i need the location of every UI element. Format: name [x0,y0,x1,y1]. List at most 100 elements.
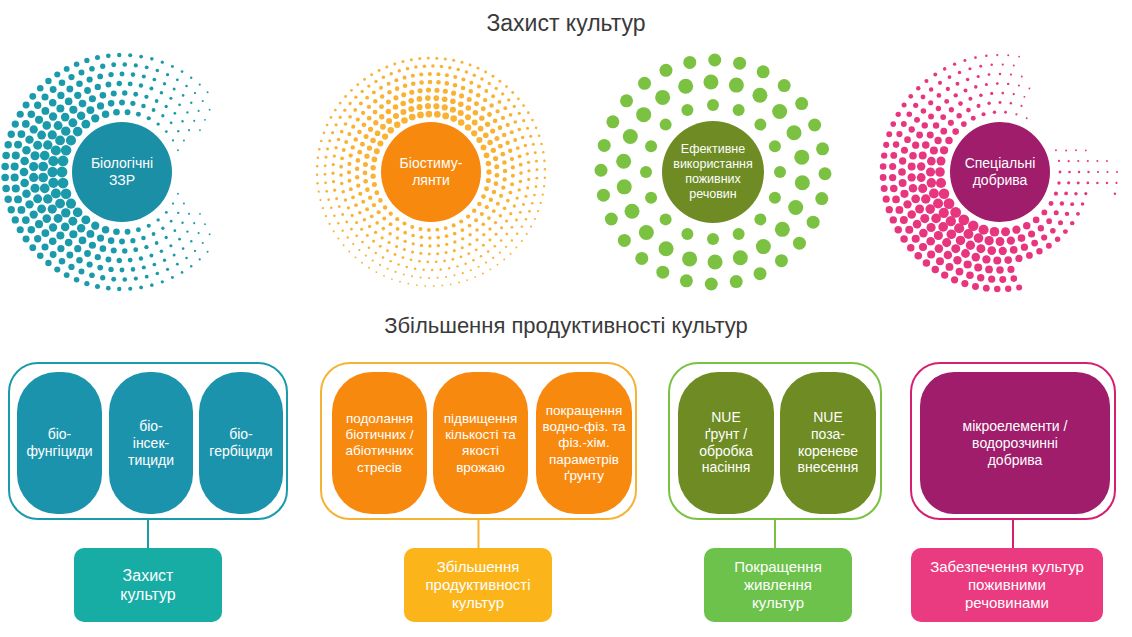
decor-dot [540,202,542,204]
decor-dot [436,80,441,85]
decor-dot [59,80,66,87]
decor-dot [387,268,389,270]
decor-dot [30,184,39,193]
decor-dot [445,276,447,278]
decor-dot [428,252,431,255]
decor-dot [414,65,418,69]
decor-dot [100,245,107,252]
decor-dot [28,226,36,234]
decor-dot [894,226,901,233]
decor-dot [169,244,172,247]
decor-dot [937,156,946,165]
decor-dot [393,62,396,65]
decor-dot [48,178,58,188]
decor-dot [377,141,383,147]
decor-dot [14,195,22,203]
decor-dot [1023,96,1025,98]
decor-dot [199,213,201,215]
node-text: Збільшення продуктивності культур [412,558,544,612]
decor-dot [733,228,745,240]
decor-dot [617,179,632,194]
decor-dot [542,151,545,154]
group-frame: біо- фунгіцидибіо- інсек- тицидибіо- гер… [8,362,288,520]
decor-dot [354,96,357,99]
decor-dot [411,234,415,238]
decor-dot [435,228,439,232]
decor-dot [1010,246,1018,254]
decor-dot [383,205,387,209]
decor-dot [1106,160,1108,162]
decor-dot [30,151,39,160]
decor-dot [484,186,489,191]
decor-dot [1068,171,1071,174]
decor-dot [708,54,721,67]
decor-dot [1,163,9,171]
decor-dot [351,214,354,217]
decor-dot [936,257,944,265]
decor-dot [465,114,471,120]
decor-dot [931,214,941,224]
decor-dot [951,244,960,253]
decor-dot [436,252,439,255]
decor-dot [966,271,974,279]
decor-dot [142,74,146,78]
decor-dot [1049,201,1054,206]
decor-dot [924,79,928,83]
decor-dot [373,120,378,125]
decor-dot [521,136,525,140]
decor-dot [77,224,85,232]
decor-dot [395,217,399,221]
decor-dot [125,109,131,115]
decor-dot [61,113,70,122]
decor-dot [181,222,183,224]
decor-dot [11,162,19,170]
decor-dot [678,79,693,94]
decor-dot [442,96,448,102]
decor-dot [431,64,435,68]
decor-dot [375,130,381,136]
decor-dot [508,149,512,153]
dot-ring [880,54,1118,292]
decor-dot [815,192,828,205]
decor-dot [458,110,464,116]
decor-dot [488,239,491,242]
decor-dot [403,273,405,275]
decor-dot [374,80,377,83]
decor-dot [408,106,414,112]
decor-dot [378,69,381,72]
decor-dot [358,211,362,215]
decor-dot [22,146,31,155]
decor-dot [964,260,972,268]
decor-dot [479,116,484,121]
decor-dot [487,250,490,253]
decor-dot [364,154,369,159]
decor-dot [29,162,38,171]
decor-dot [1106,182,1108,184]
decor-dot [907,210,915,218]
decor-dot [375,221,379,225]
decor-dot [890,152,897,159]
decor-dot [117,258,122,263]
decor-dot [323,132,326,135]
decor-dot [912,235,920,243]
decor-dot [1018,85,1020,87]
decor-dot [460,61,463,64]
decor-dot [420,276,422,278]
decor-dot [543,185,545,187]
decor-dot [2,185,10,193]
decor-dot [358,249,360,251]
decor-dot [453,249,456,252]
group-frame: подолання біотичних / абіотичних стресів… [320,362,637,520]
decor-dot [948,120,954,126]
decor-dot [899,157,906,164]
decor-dot [527,161,530,164]
decor-dot [598,139,611,152]
decor-dot [149,87,153,91]
decor-dot [377,210,381,214]
decor-dot [985,266,993,274]
decor-dot [943,67,947,71]
decor-dot [23,235,30,242]
decor-dot [49,99,57,107]
decor-dot [522,104,525,107]
decor-dot [999,276,1006,283]
